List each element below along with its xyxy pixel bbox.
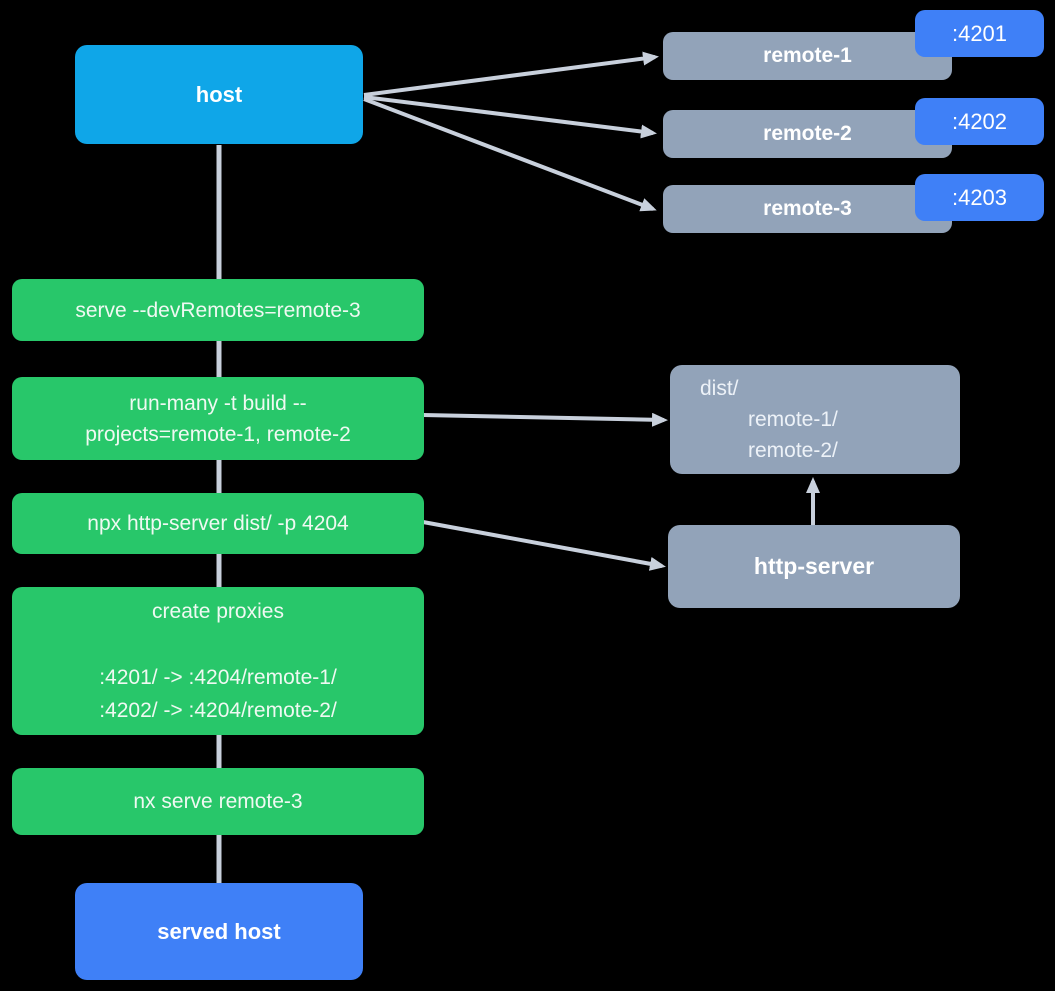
port-badge-4203-label: :4203 [951, 184, 1008, 210]
remote-1-node: remote-1 [663, 32, 952, 80]
dist-folder-node: dist/ remote-1/ remote-2/ [670, 365, 960, 474]
host-node: host [75, 45, 363, 144]
edge-build-to-dist [422, 412, 668, 427]
step-create-proxies: create proxies :4201/ -> :4204/remote-1/… [12, 587, 424, 735]
step-serve-dev-remotes: serve --devRemotes=remote-3 [12, 279, 424, 341]
host-label: host [195, 81, 243, 107]
step-nx-serve-remote-3: nx serve remote-3 [12, 768, 424, 835]
http-server-label: http-server [753, 553, 875, 579]
port-badge-4201-label: :4201 [951, 20, 1008, 46]
dist-folder-remote-1: remote-1/ [748, 408, 838, 431]
http-server-node: http-server [668, 525, 960, 608]
step-create-proxies-title: create proxies [152, 600, 284, 623]
remote-2-node: remote-2 [663, 110, 952, 158]
edge-host-to-remote-1 [363, 51, 659, 97]
port-badge-4203: :4203 [915, 174, 1044, 221]
remote-1-label: remote-1 [763, 44, 852, 67]
step-npx-http-server: npx http-server dist/ -p 4204 [12, 493, 424, 554]
remote-3-label: remote-3 [763, 197, 852, 220]
edge-npx-to-http-server [422, 520, 666, 571]
step-run-many-build: run-many -t build -- projects=remote-1, … [12, 377, 424, 460]
edge-host-to-remote-3 [363, 97, 657, 212]
step-nx-serve-remote-3-label: nx serve remote-3 [133, 790, 303, 813]
port-badge-4202-label: :4202 [951, 108, 1008, 134]
step-run-many-build-line-1: run-many -t build -- [129, 391, 307, 415]
dist-folder-root: dist/ [700, 377, 739, 400]
step-serve-dev-remotes-label: serve --devRemotes=remote-3 [75, 298, 361, 322]
dist-folder-remote-2: remote-2/ [748, 439, 838, 462]
port-badge-4202: :4202 [915, 98, 1044, 145]
proxy-rule-4201: :4201/ -> :4204/remote-1/ [99, 666, 337, 689]
served-host-label: served host [157, 918, 281, 944]
step-npx-http-server-label: npx http-server dist/ -p 4204 [87, 512, 349, 535]
step-run-many-build-line-2: projects=remote-1, remote-2 [85, 422, 351, 446]
served-host-node: served host [75, 883, 363, 980]
proxy-rule-4202: :4202/ -> :4204/remote-2/ [99, 699, 337, 722]
edge-host-to-remote-2 [363, 95, 657, 139]
remote-3-node: remote-3 [663, 185, 952, 233]
remote-2-label: remote-2 [763, 122, 852, 145]
port-badge-4201: :4201 [915, 10, 1044, 57]
